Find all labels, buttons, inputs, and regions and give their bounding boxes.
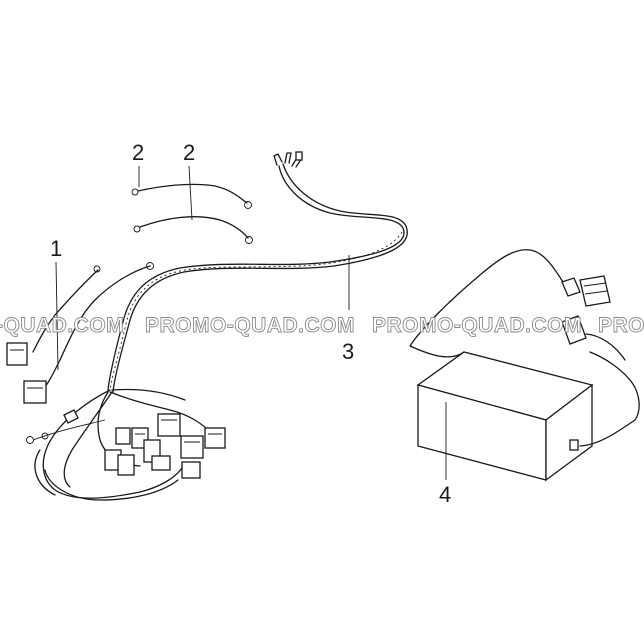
watermark-text-2: PROMO-QUAD.COM [145, 314, 355, 337]
part-2-cables [131, 183, 253, 244]
part-3-harness [107, 151, 408, 393]
callout-4: 4 [439, 482, 451, 507]
callout-1: 1 [50, 236, 62, 261]
watermark-text-1: -QUAD.COM [0, 314, 124, 337]
callout-3: 3 [342, 339, 354, 364]
main-connector-bundle [26, 388, 226, 501]
watermark: -QUAD.COM PROMO-QUAD.COM PROMO-QUAD.COM … [0, 314, 644, 338]
leader-lines [55, 165, 447, 480]
watermark-text-4: PRO [598, 314, 644, 337]
part-4-charger [409, 249, 640, 482]
callout-2-left: 2 [132, 140, 144, 165]
part-1-harness [6, 262, 154, 404]
callouts: 2 2 1 3 4 [50, 140, 451, 507]
watermark-text-3: PROMO-QUAD.COM [372, 314, 582, 337]
callout-2-right: 2 [183, 140, 195, 165]
